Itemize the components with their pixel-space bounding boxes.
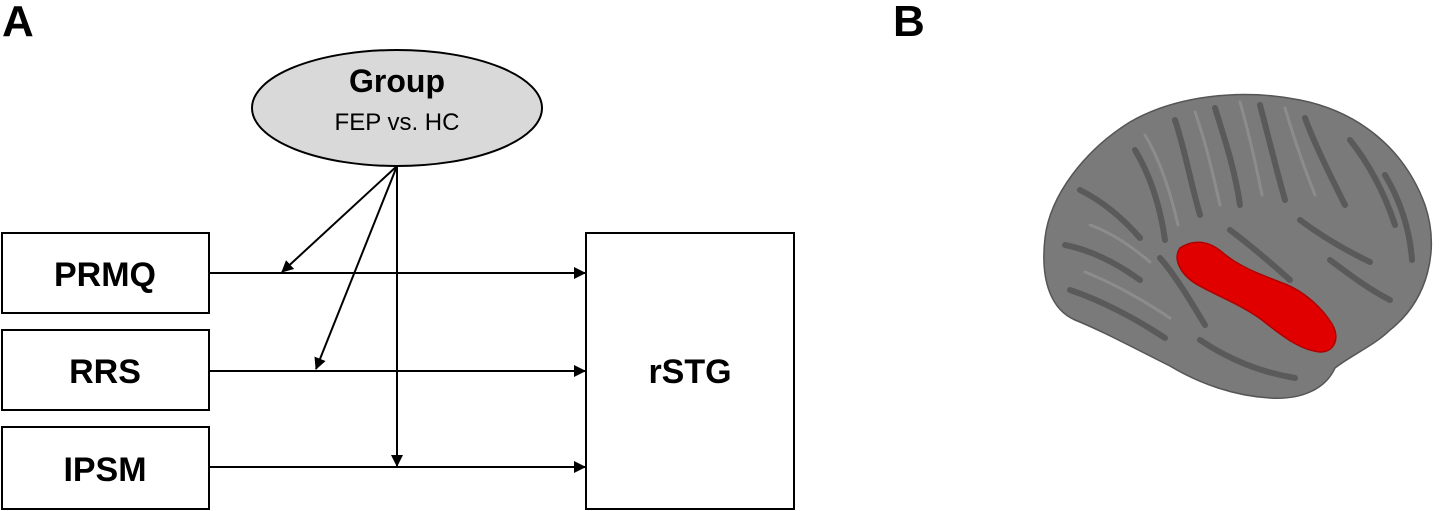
moderator-title: Group [349, 63, 445, 99]
predictor-box-ipsm: IPSM [1, 426, 210, 510]
predictor-box-prmq: PRMQ [1, 232, 210, 314]
outcome-box-rstg: rSTG [585, 232, 795, 510]
moderator-subtitle: FEP vs. HC [335, 109, 460, 136]
predictor-label: PRMQ [54, 256, 156, 294]
brain-lateral-view-icon [1043, 93, 1432, 399]
moderation-arrow-prmq [281, 165, 398, 273]
predictor-box-rrs: RRS [1, 329, 210, 411]
brain-gyri-highlights [1083, 100, 1317, 320]
predictor-label: RRS [69, 353, 141, 391]
rstg-region-highlight [1176, 241, 1337, 353]
panel-b-label: B [893, 0, 925, 46]
moderator-node: Group FEP vs. HC [251, 49, 543, 167]
brain-sulci [1062, 102, 1415, 381]
outcome-label: rSTG [648, 353, 731, 391]
predictor-label: IPSM [63, 451, 146, 489]
panel-a-label: A [2, 0, 34, 46]
moderation-arrow-rrs [314, 165, 398, 370]
